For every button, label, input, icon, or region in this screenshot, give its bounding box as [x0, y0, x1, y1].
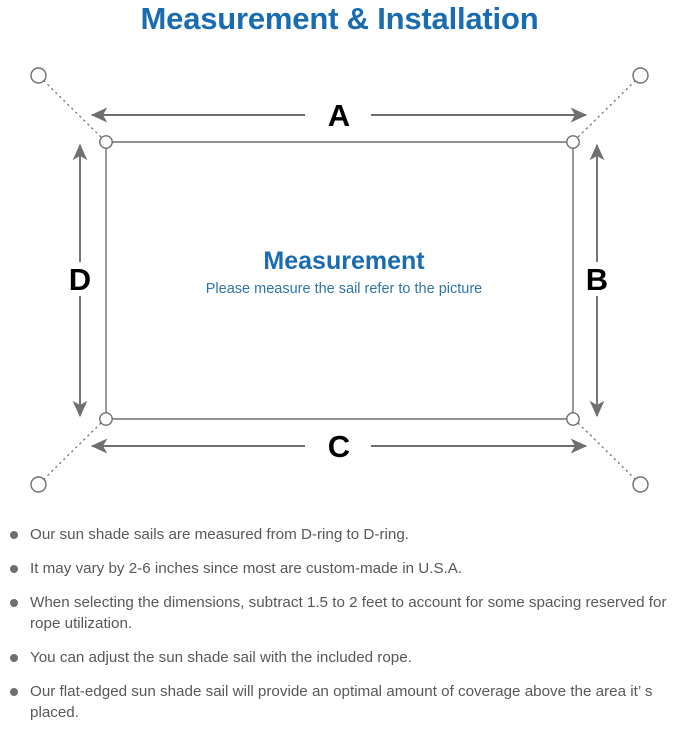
dimension-arrow-c: C: [90, 429, 588, 464]
bullet-icon: [10, 654, 18, 662]
list-item: Our flat-edged sun shade sail will provi…: [0, 681, 679, 723]
list-item: It may vary by 2-6 inches since most are…: [0, 558, 679, 579]
list-item: When selecting the dimensions, subtract …: [0, 592, 679, 634]
dimension-label-d: D: [69, 262, 91, 297]
diagram-canvas: A C D B Measurement Please measure the s…: [30, 67, 649, 493]
rope-top-right: [577, 79, 637, 138]
bullet-icon: [10, 688, 18, 696]
rope-bottom-left: [42, 422, 102, 481]
dimension-arrow-b: B: [586, 143, 608, 418]
page-title: Measurement & Installation: [140, 1, 539, 36]
d-ring-top-right: [566, 135, 580, 149]
anchor-points: [30, 67, 649, 493]
note-text: You can adjust the sun shade sail with t…: [30, 649, 412, 666]
dimension-label-a: A: [328, 98, 350, 133]
diagram-center-subheading: Please measure the sail refer to the pic…: [206, 281, 482, 297]
d-ring-bottom-left: [99, 412, 113, 426]
note-text: It may vary by 2-6 inches since most are…: [30, 560, 463, 577]
note-text: When selecting the dimensions, subtract …: [30, 594, 667, 632]
measurement-diagram: A C D B Measurement Please measure the s…: [0, 50, 679, 510]
note-text: Our sun shade sails are measured from D-…: [30, 526, 409, 543]
sail-rectangle: [105, 141, 574, 420]
dimension-label-b: B: [586, 262, 608, 297]
list-item: Our sun shade sails are measured from D-…: [0, 524, 679, 545]
list-item: You can adjust the sun shade sail with t…: [0, 647, 679, 668]
d-rings: [99, 135, 580, 426]
anchor-point-top-left: [30, 67, 47, 84]
bullet-icon: [10, 531, 18, 539]
notes-list: Our sun shade sails are measured from D-…: [0, 524, 679, 723]
anchor-point-bottom-right: [632, 476, 649, 493]
bullet-icon: [10, 599, 18, 607]
anchor-point-bottom-left: [30, 476, 47, 493]
dimension-arrow-d: D: [69, 143, 91, 418]
d-ring-top-left: [99, 135, 113, 149]
d-ring-bottom-right: [566, 412, 580, 426]
rope-bottom-right: [577, 422, 637, 481]
note-text: Our flat-edged sun shade sail will provi…: [30, 683, 653, 721]
anchor-point-top-right: [632, 67, 649, 84]
rope-top-left: [42, 79, 102, 138]
rope-lines: [42, 79, 637, 481]
diagram-center-heading: Measurement: [263, 247, 425, 275]
dimension-label-c: C: [328, 429, 350, 464]
dimension-arrow-a: A: [90, 98, 588, 133]
bullet-icon: [10, 565, 18, 573]
